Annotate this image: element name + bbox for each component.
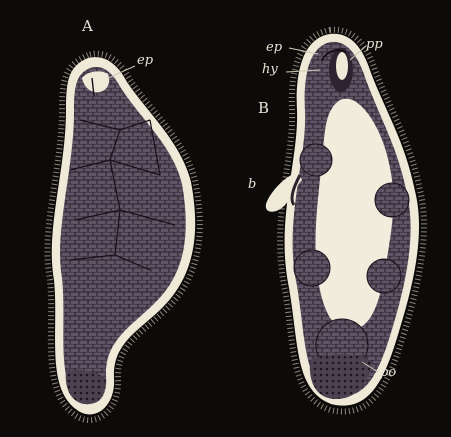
label-hy-b: hy — [262, 63, 278, 76]
panel-b-letter: B — [258, 101, 269, 116]
label-po-b: po — [380, 366, 396, 379]
bulge-3 — [294, 250, 330, 286]
label-pp-b: pp — [366, 38, 383, 51]
pp-lumen — [336, 52, 348, 80]
bulge-2 — [375, 183, 409, 217]
label-ep-b: ep — [266, 41, 282, 54]
bulge-4 — [367, 259, 401, 293]
bulge-1 — [300, 144, 332, 176]
label-ep-a: ep — [137, 54, 153, 67]
panel-a-letter: A — [82, 19, 93, 34]
label-b: b — [248, 178, 256, 191]
